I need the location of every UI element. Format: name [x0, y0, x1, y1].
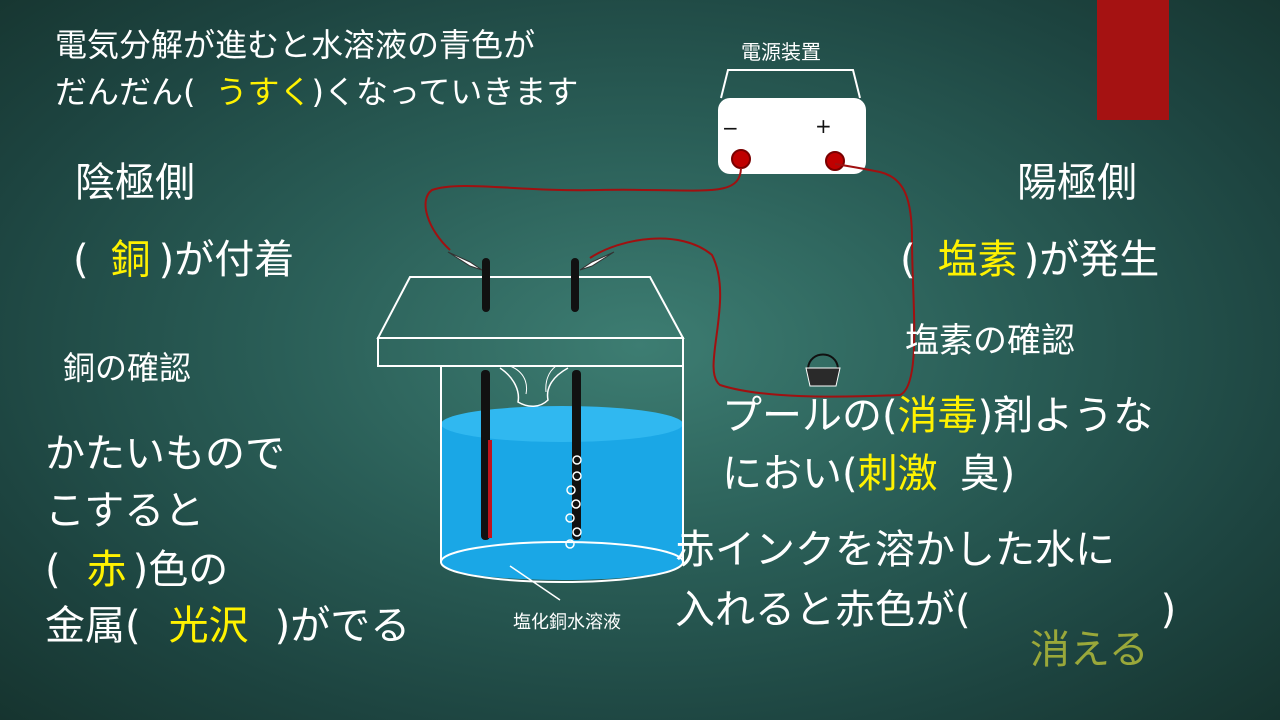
anode-ink-suffix: ) [1160, 587, 1177, 633]
anode-clip [579, 251, 615, 271]
accent-bar [1097, 0, 1169, 120]
clips [447, 251, 615, 271]
power-supply-label: 電源装置 [741, 40, 821, 64]
cathode-result-answer: 銅 [110, 237, 151, 283]
anode-result: ( 塩素)が発生 [900, 240, 1159, 280]
cathode-result-close: )が付着 [158, 237, 295, 283]
intro-prefix: だんだん( [55, 73, 196, 111]
anode-rod-top [571, 258, 579, 312]
cathode-rod-top [482, 258, 490, 312]
anode-ink-line-2: 入れると赤色が() [675, 590, 1176, 630]
cathode-heading: 陰極側 [75, 160, 195, 206]
solution-surface [441, 406, 683, 442]
cathode-check-line-1: かたいもので [45, 431, 285, 477]
anode-odor-suffix: 臭) [959, 451, 1016, 497]
anode-result-answer: 塩素 [937, 237, 1018, 283]
anode-heading: 陽極側 [1017, 160, 1137, 206]
anode-ink-prefix: 入れると赤色が( [675, 587, 971, 633]
anode-rod [572, 370, 581, 540]
cathode-result: ( 銅)が付着 [73, 240, 294, 280]
anode-ink-answer: 消える [1030, 627, 1149, 673]
cathode-check-heading: 銅の確認 [63, 349, 192, 387]
lid [376, 276, 685, 367]
cathode-luster-answer: 光沢 [168, 603, 249, 649]
anode-smell-answer: 消毒 [897, 393, 978, 439]
cathode-wire [424, 167, 742, 251]
anode-odor-prefix: におい( [722, 451, 858, 497]
cathode-luster-line: 金属( 光沢 )がでる [45, 606, 410, 646]
positive-terminal [825, 151, 845, 171]
solution-fill [441, 409, 683, 580]
cathode-color-close: )色の [132, 547, 229, 593]
wires [424, 163, 916, 398]
anode-result-close: )が発生 [1023, 237, 1160, 283]
beaker [440, 365, 684, 601]
anode-smell-prefix: プールの( [722, 393, 898, 439]
negative-terminal [731, 149, 751, 169]
power-supply-handle [720, 69, 861, 99]
anode-check-heading: 塩素の確認 [905, 321, 1075, 361]
anode-wire [589, 163, 916, 398]
cathode-color-open: ( [45, 547, 61, 593]
gas-bubbles [565, 455, 582, 549]
intro-line-2: だんだん( うすく)くなっていきます [55, 76, 578, 108]
anode-smell-suffix: )剤ような [977, 393, 1154, 439]
cathode-rod [481, 370, 490, 540]
power-supply [718, 69, 866, 174]
cathode-clip [447, 251, 483, 271]
anode-result-open: ( [900, 237, 916, 283]
cathode-color-answer: 赤 [86, 547, 127, 593]
anode-smell-line: プールの(消毒)剤ような [722, 396, 1153, 436]
plus-sign: + [815, 114, 832, 138]
copper-deposit [488, 440, 492, 538]
cathode-check-line-2: こすると [45, 488, 205, 534]
cathode-color-line: ( 赤)色の [45, 550, 228, 590]
cathode-result-open: ( [73, 237, 89, 283]
cathode-luster-prefix: 金属( [45, 603, 141, 649]
cathode-luster-suffix: )がでる [274, 603, 411, 649]
anode-ink-line-1: 赤インクを溶かした水に [675, 527, 1115, 573]
electrodes [481, 258, 581, 540]
intro-line-1: 電気分解が進むと水溶液の青色が [55, 26, 536, 64]
intro-suffix: )くなっていきます [311, 73, 579, 111]
bucket-icon [805, 353, 841, 387]
minus-sign: − [722, 116, 739, 140]
intro-answer: うすく [215, 73, 312, 111]
solution-label: 塩化銅水溶液 [513, 612, 621, 633]
anode-odor-answer: 刺激 [857, 451, 938, 497]
anode-odor-line: におい(刺激臭) [722, 454, 1015, 494]
